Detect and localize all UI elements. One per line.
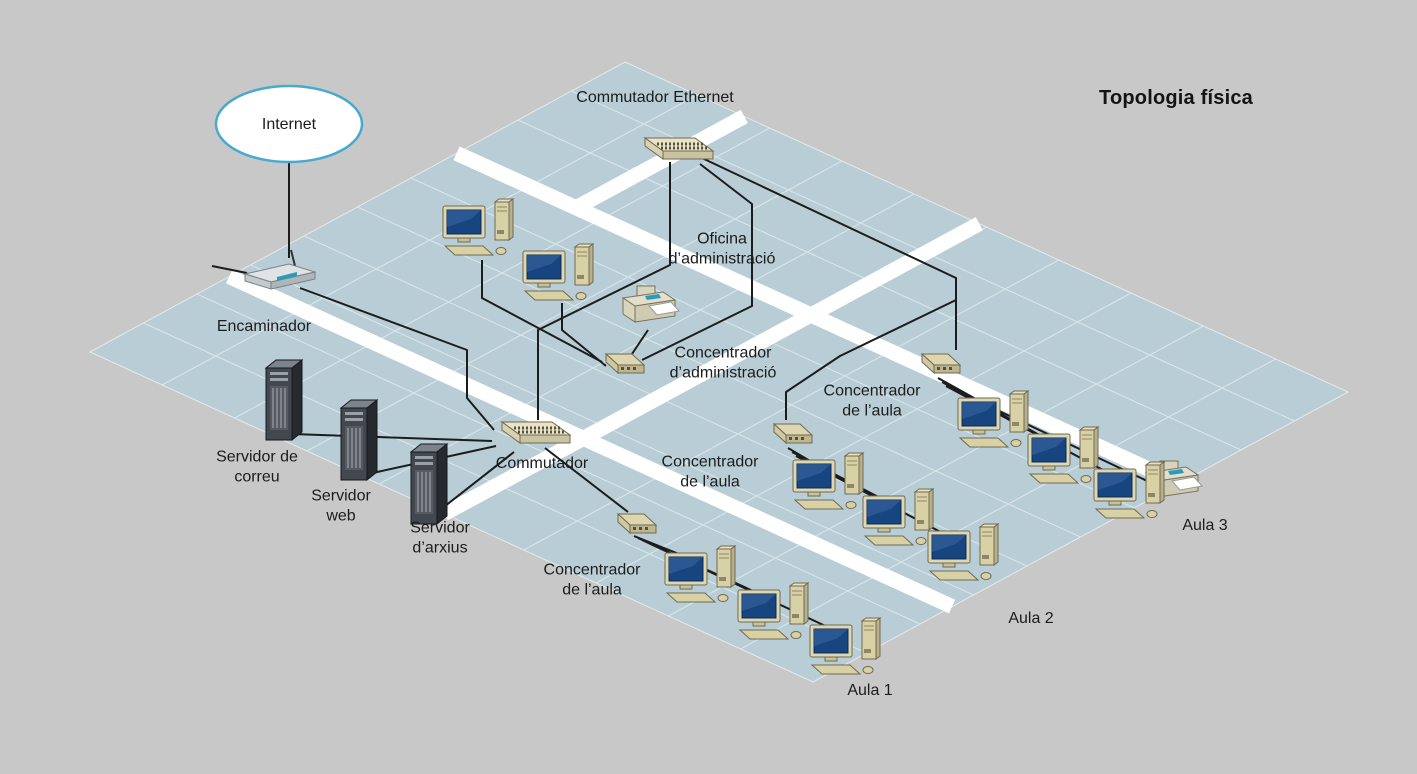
web-server-icon (340, 399, 378, 481)
page-title: Topologia física (1099, 86, 1253, 109)
label-ethernet-switch: Commutador Ethernet (576, 89, 734, 107)
label-admin-office: Oficina d’administració (668, 230, 776, 267)
corridors (225, 109, 1183, 614)
label-mail-server: Servidor de correu (216, 448, 298, 485)
label-classroom2: Aula 2 (1008, 610, 1054, 628)
internet-cloud (214, 84, 364, 164)
label-switch: Commutador (495, 455, 589, 473)
label-admin-hub: Concentrador d’administració (669, 344, 777, 381)
label-web-server: Servidor web (311, 487, 371, 524)
label-classroom1-hub: Concentrador de l’aula (543, 561, 641, 598)
classroom1-computer-3-icon (809, 617, 881, 675)
label-internet: Internet (261, 116, 317, 134)
label-classroom2-hub: Concentrador de l’aula (661, 453, 759, 490)
label-classroom3: Aula 3 (1182, 517, 1228, 535)
mail-server-icon (265, 359, 303, 441)
label-router: Encaminador (216, 318, 312, 336)
label-classroom3-hub: Concentrador de l’aula (823, 382, 921, 419)
classroom3-computer-3-icon (1093, 461, 1165, 519)
label-classroom1: Aula 1 (847, 682, 893, 700)
file-server-icon (410, 443, 448, 525)
label-file-server: Servidor d’arxius (410, 519, 470, 556)
